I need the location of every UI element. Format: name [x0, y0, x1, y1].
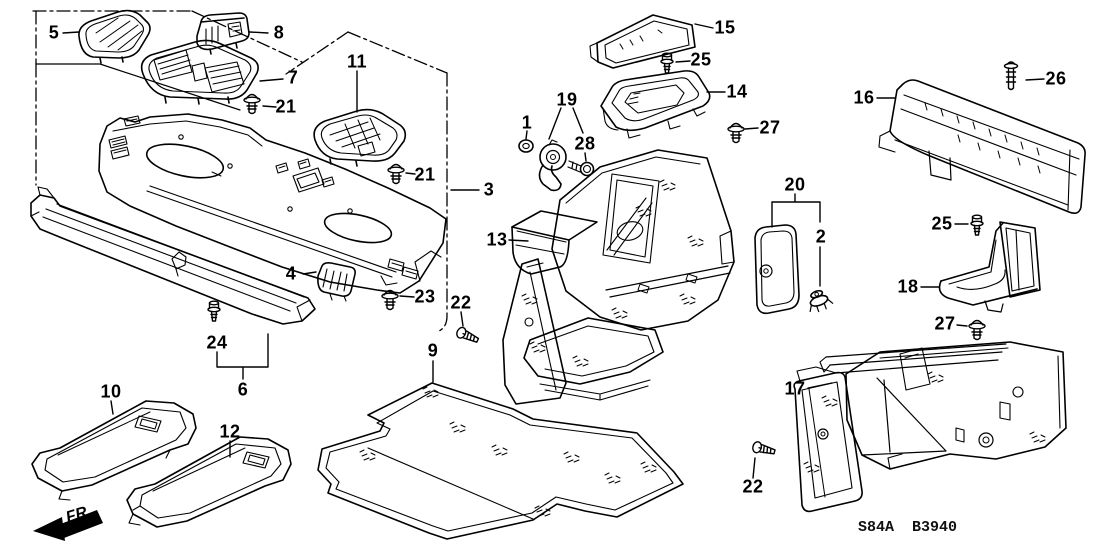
part-20-lid-drawing [754, 224, 800, 315]
part-label-13: 13 [486, 229, 508, 250]
part-2-clip-drawing [809, 289, 834, 313]
part-14-drawing [600, 70, 711, 139]
part-label-18: 18 [897, 276, 919, 297]
part-15-drawing [589, 14, 696, 69]
part-3-tray-drawing [98, 113, 447, 294]
part-5-drawing [78, 9, 151, 64]
part-label-22-a: 22 [450, 292, 472, 313]
part-label-11: 11 [346, 51, 368, 72]
part-label-15: 15 [714, 17, 736, 38]
part-label-27-b: 27 [934, 313, 956, 334]
part-27b-clip-drawing [968, 319, 986, 341]
part-label-25-a: 25 [690, 49, 712, 70]
part-label-12: 12 [219, 421, 241, 442]
fr-arrow-icon [33, 510, 103, 541]
part-22a-screw-drawing [454, 325, 481, 347]
part-4-vent-drawing [317, 262, 356, 302]
part-label-9: 9 [427, 340, 439, 361]
part-label-8: 8 [273, 22, 285, 43]
part-19-roller-drawing [538, 139, 567, 192]
leader-lines [62, 23, 1045, 479]
part-7-drawing [140, 39, 259, 105]
part-label-16: 16 [853, 87, 875, 108]
part-label-23: 23 [414, 286, 436, 307]
diagram-code: S84A B3940 [858, 519, 958, 536]
part-24-screw-drawing [207, 300, 221, 322]
part-label-19: 19 [556, 89, 578, 110]
box-edge-line [35, 63, 241, 111]
part-11-drawing [313, 108, 407, 167]
part-label-24: 24 [206, 332, 228, 353]
part-label-4: 4 [285, 263, 297, 284]
part-18-drawing [938, 221, 1041, 313]
part-label-25-b: 25 [931, 213, 953, 234]
part-label-5: 5 [48, 22, 60, 43]
left-side-lining-assembly-drawing [502, 149, 735, 405]
part-label-2: 2 [815, 226, 827, 247]
part-21a-clip-drawing [243, 93, 261, 115]
part-28-screw-drawing [567, 160, 595, 177]
part-23-clip-drawing [381, 289, 399, 311]
part-12-drawing [126, 436, 292, 528]
right-side-lining-assembly-drawing [793, 341, 1067, 513]
part-25b-screw-drawing [970, 214, 984, 236]
part-label-26: 26 [1045, 68, 1067, 89]
part-label-21-b: 21 [414, 164, 436, 185]
part-22b-screw-drawing [750, 440, 777, 458]
part-8-drawing [196, 12, 250, 55]
part-label-3: 3 [483, 179, 495, 200]
part-label-1: 1 [521, 112, 533, 133]
part-label-20: 20 [784, 174, 806, 195]
part-25a-screw-drawing [660, 52, 674, 74]
part-1-washer-drawing [518, 139, 534, 153]
part-21b-clip-drawing [387, 163, 405, 185]
part-label-7: 7 [287, 67, 299, 88]
part-6-sill-drawing [30, 186, 316, 325]
part-label-6: 6 [237, 379, 249, 400]
part-label-22-b: 22 [742, 476, 764, 497]
part-label-17: 17 [784, 378, 806, 399]
part-label-21-a: 21 [275, 96, 297, 117]
part-26-rivet-drawing [1003, 61, 1019, 91]
part-27a-clip-drawing [727, 122, 745, 144]
part-10-drawing [31, 400, 197, 501]
part-label-27-a: 27 [759, 117, 781, 138]
part-16-drawing [878, 79, 1086, 214]
part-label-28: 28 [574, 133, 596, 154]
part-label-10: 10 [100, 381, 122, 402]
part-label-14: 14 [726, 81, 748, 102]
part-9-mat-drawing [317, 382, 684, 540]
phantom-boundary-lines [32, 10, 448, 332]
